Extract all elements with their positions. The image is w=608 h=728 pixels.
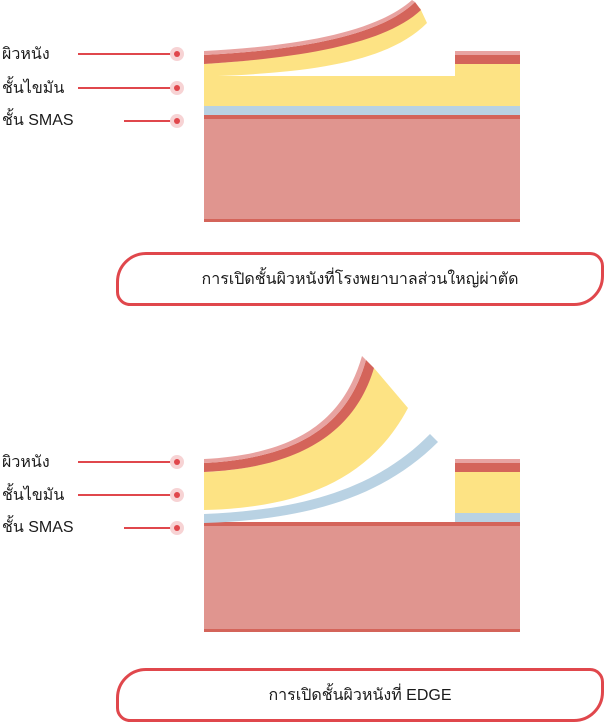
leader-line-skin (78, 53, 176, 55)
diagram-edge: ผิวหนัง ชั้นไขมัน ชั้น SMAS การเปิดชั้นผ… (0, 340, 608, 728)
caption-box-hospital: การเปิดชั้นผิวหนังที่โรงพยาบาลส่วนใหญ่ผ่… (116, 252, 604, 306)
leader-line-smas (124, 120, 176, 122)
marker-dot-skin (170, 47, 184, 61)
label-skin: ผิวหนัง (2, 454, 50, 471)
skin-layers-illustration-edge (204, 356, 520, 632)
leader-line-smas (124, 527, 176, 529)
label-smas: ชั้น SMAS (2, 112, 74, 129)
leader-line-skin (78, 461, 176, 463)
label-fat: ชั้นไขมัน (2, 80, 65, 97)
marker-dot-fat (170, 81, 184, 95)
marker-dot-smas (170, 521, 184, 535)
marker-dot-skin (170, 455, 184, 469)
leader-line-fat (78, 87, 176, 89)
diagram-hospital: ผิวหนัง ชั้นไขมัน ชั้น SMAS การเปิดชั้นผ… (0, 0, 608, 320)
label-fat: ชั้นไขมัน (2, 487, 65, 504)
label-smas: ชั้น SMAS (2, 519, 74, 536)
marker-dot-smas (170, 114, 184, 128)
caption-text-hospital: การเปิดชั้นผิวหนังที่โรงพยาบาลส่วนใหญ่ผ่… (201, 270, 519, 288)
label-skin: ผิวหนัง (2, 46, 50, 63)
caption-text-edge: การเปิดชั้นผิวหนังที่ EDGE (268, 686, 452, 704)
caption-box-edge: การเปิดชั้นผิวหนังที่ EDGE (116, 668, 604, 722)
leader-line-fat (78, 494, 176, 496)
marker-dot-fat (170, 488, 184, 502)
skin-layers-illustration-hospital (204, 0, 520, 222)
